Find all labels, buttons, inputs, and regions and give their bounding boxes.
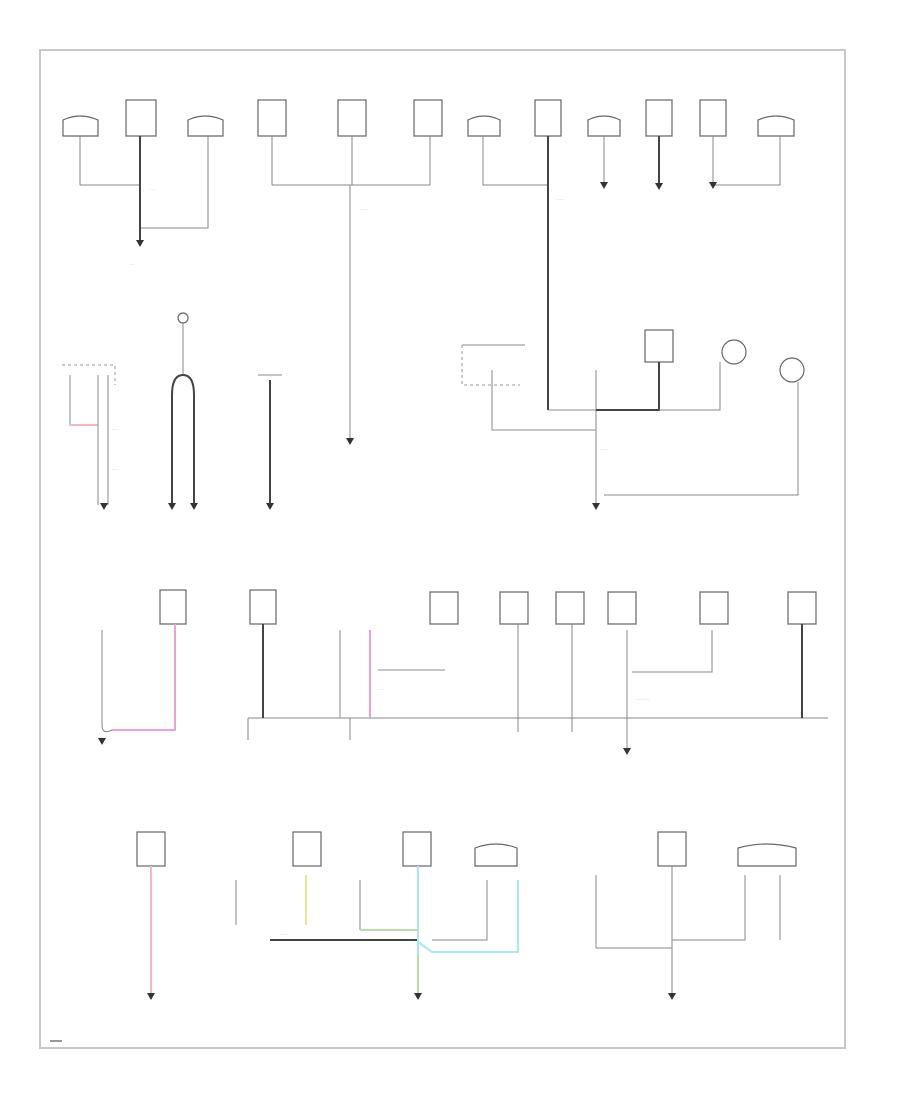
component-z	[402, 831, 432, 867]
component-h	[534, 99, 562, 137]
ground-symbol	[414, 993, 422, 1000]
connector-g	[467, 115, 501, 137]
connector-c	[187, 115, 224, 137]
ground-symbol	[147, 993, 155, 1000]
section-bottom: - - - - -	[136, 831, 797, 1000]
connector-o	[779, 357, 805, 383]
ground-symbol	[100, 503, 108, 510]
component-w	[787, 591, 817, 625]
ground-symbol	[190, 503, 198, 510]
component-k	[699, 99, 727, 137]
svg-text:- - -: - - -	[130, 262, 135, 266]
component-p	[159, 589, 187, 625]
component-v	[699, 591, 729, 625]
component-q	[249, 589, 277, 625]
svg-text:- - - - -: - - - - -	[360, 207, 368, 211]
component-x	[136, 831, 166, 867]
component-j	[645, 99, 673, 137]
ground-symbol	[168, 503, 176, 510]
section-middle-left: - - - - - - - -	[62, 312, 282, 510]
section-lower-middle: - - - - - - - - - - - -	[98, 589, 828, 755]
component-t	[555, 591, 585, 625]
footer-mark	[50, 1040, 62, 1042]
component-f	[413, 99, 443, 137]
svg-text:- - - - -: - - - - -	[556, 197, 564, 201]
ground-symbol	[346, 438, 354, 445]
component-s	[499, 591, 529, 625]
svg-text:- - - - - - - -: - - - - - - - -	[635, 697, 649, 701]
component-r	[429, 591, 459, 625]
component-bb	[657, 831, 687, 867]
battery-terminal	[177, 312, 189, 324]
connector-l	[757, 115, 795, 137]
connector-n	[721, 339, 747, 365]
ground-symbol	[600, 182, 608, 189]
ground-symbol	[668, 993, 676, 1000]
ground-symbol	[136, 240, 144, 247]
section-top-right: - - - - -	[467, 99, 795, 410]
ground-symbol	[266, 503, 274, 510]
ground-symbol	[98, 738, 106, 745]
svg-text:- - - - -: - - - - -	[600, 447, 608, 451]
connector-aa	[474, 843, 518, 867]
svg-text:- - - -: - - - -	[378, 687, 385, 691]
section-middle-right: - - - - -	[461, 329, 805, 510]
svg-text:- - - -: - - - -	[112, 467, 119, 471]
component-d	[257, 99, 287, 137]
connector-cc	[737, 843, 797, 867]
connector-a	[62, 115, 99, 137]
component-y	[292, 831, 322, 867]
component-b	[125, 99, 157, 137]
connector-i	[587, 115, 621, 137]
component-m	[644, 329, 674, 363]
svg-text:- - - - -: - - - - -	[280, 932, 288, 936]
ground-symbol	[592, 503, 600, 510]
ground-symbol	[623, 748, 631, 755]
section-top-middle: - - - - -	[257, 99, 443, 445]
section-top-left: - - - - - - -	[62, 99, 224, 266]
diagram-frame	[39, 49, 846, 1049]
component-e	[337, 99, 367, 137]
ground-symbol	[709, 182, 717, 189]
component-u	[607, 591, 637, 625]
svg-text:- - - -: - - - -	[112, 427, 119, 431]
ground-symbol	[655, 183, 663, 190]
svg-text:- - - -: - - - -	[150, 187, 157, 191]
